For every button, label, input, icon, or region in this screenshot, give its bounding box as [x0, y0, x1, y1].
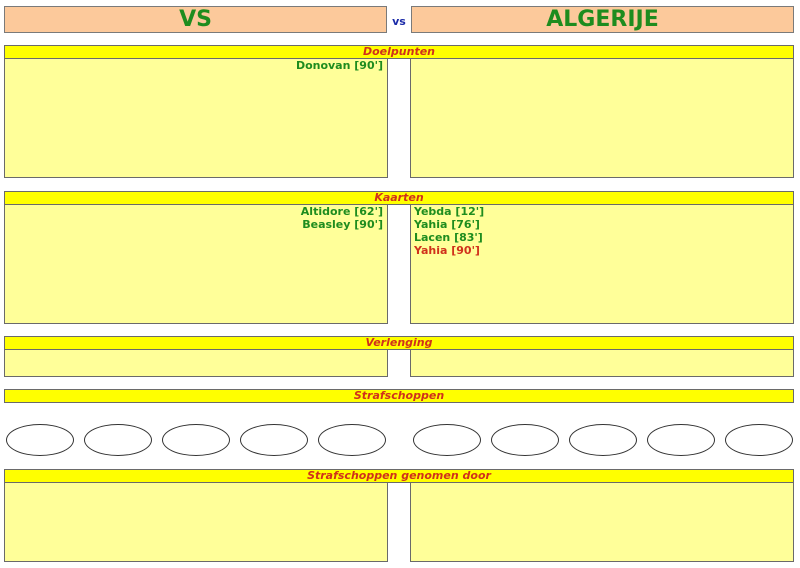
home-penalty-takers-box	[4, 482, 388, 562]
away-penalty-takers-box	[410, 482, 794, 562]
penalty-oval	[318, 424, 386, 456]
penalty-oval	[413, 424, 481, 456]
away-cards-box: Yebda [12']Yahia [76']Lacen [83']Yahia […	[410, 204, 794, 324]
event-entry: Yebda [12']	[414, 205, 485, 218]
penalty-oval	[569, 424, 637, 456]
extra-time-section-title: Verlenging	[4, 336, 794, 350]
home-goals-box: Donovan [90']	[4, 58, 388, 178]
penalty-oval	[647, 424, 715, 456]
versus-label: vs	[392, 15, 406, 28]
penalty-oval	[6, 424, 74, 456]
home-team-name: VS	[4, 6, 387, 33]
penalty-oval	[491, 424, 559, 456]
penalty-oval	[162, 424, 230, 456]
event-entry: Yahia [76']	[414, 218, 480, 231]
penalty-oval	[240, 424, 308, 456]
away-cards-list: Yebda [12']Yahia [76']Lacen [83']Yahia […	[411, 205, 793, 257]
home-penalty-ovals	[6, 424, 390, 458]
home-cards-list: Altidore [62']Beasley [90']	[5, 205, 387, 231]
cards-section-title: Kaarten	[4, 191, 794, 205]
penalty-oval	[84, 424, 152, 456]
away-extra-time-box	[410, 349, 794, 377]
penalty-oval	[725, 424, 793, 456]
event-entry: Yahia [90']	[414, 244, 480, 257]
away-goals-box	[410, 58, 794, 178]
away-penalty-ovals	[413, 424, 797, 458]
away-team-name: ALGERIJE	[411, 6, 794, 33]
home-cards-box: Altidore [62']Beasley [90']	[4, 204, 388, 324]
goals-section-title: Doelpunten	[4, 45, 794, 59]
home-extra-time-box	[4, 349, 388, 377]
event-entry: Lacen [83']	[414, 231, 483, 244]
penalty-takers-section-title: Strafschoppen genomen door	[4, 469, 794, 483]
event-entry: Beasley [90']	[302, 218, 383, 231]
penalties-section-title: Strafschoppen	[4, 389, 794, 403]
event-entry: Donovan [90']	[295, 59, 383, 72]
event-entry: Altidore [62']	[300, 205, 383, 218]
home-goals-list: Donovan [90']	[5, 59, 387, 72]
